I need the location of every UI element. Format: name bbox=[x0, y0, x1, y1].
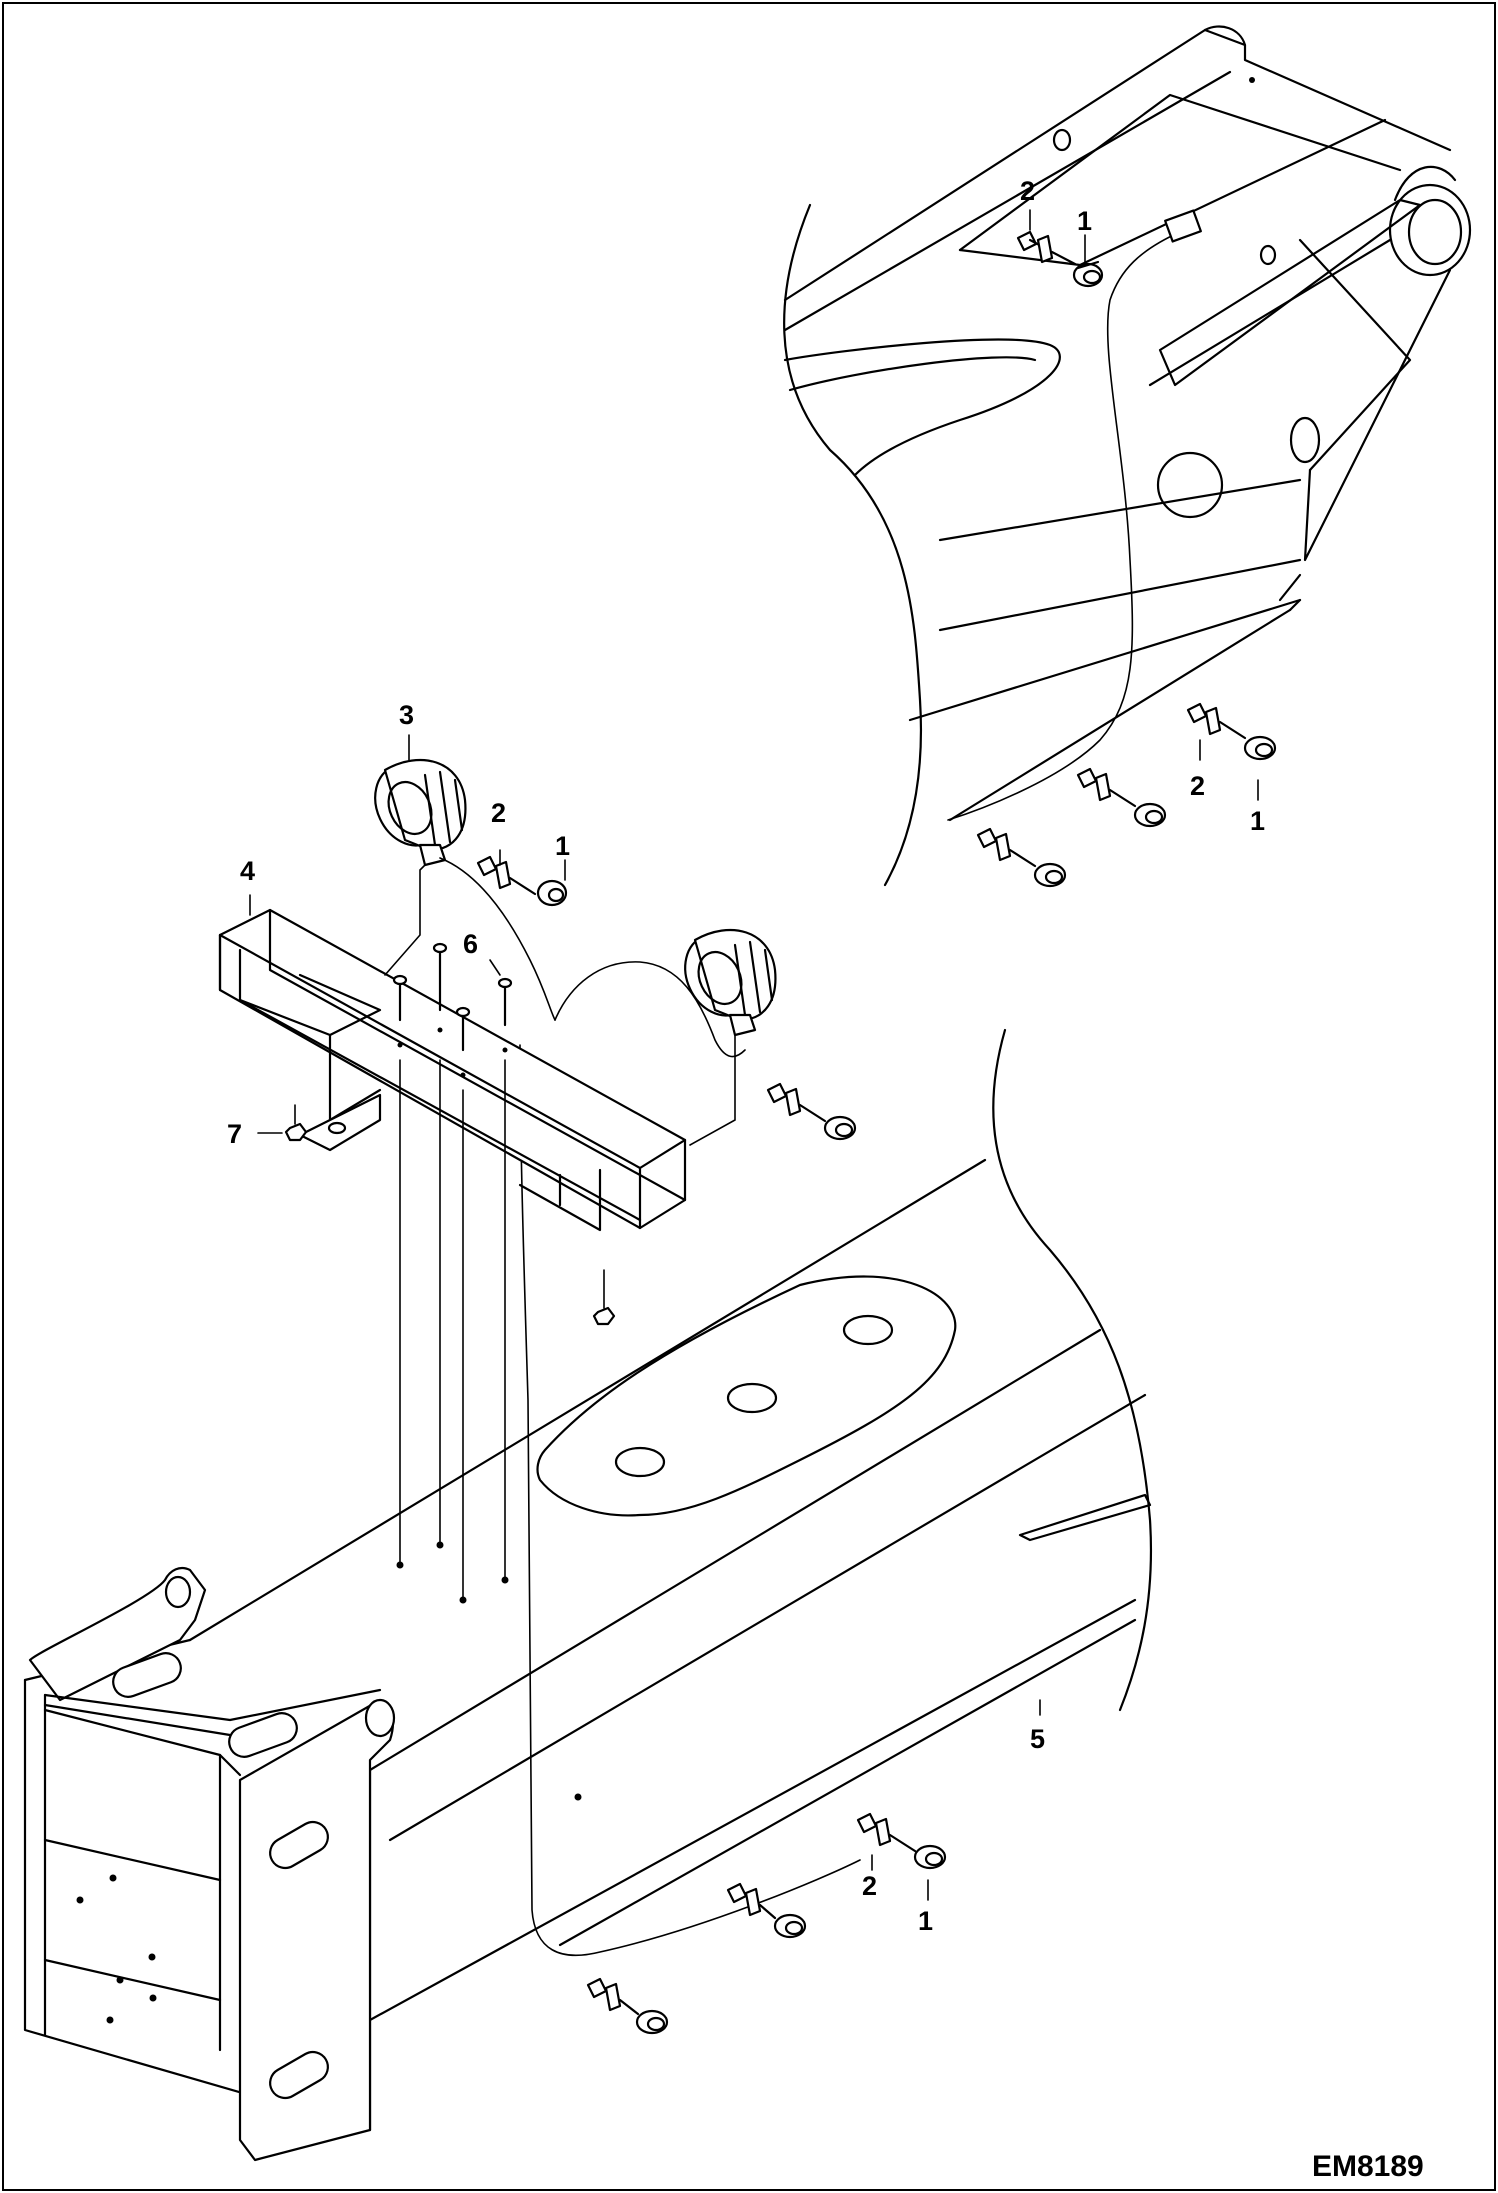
callout-7: 7 bbox=[227, 1119, 242, 1149]
arm-top-edge bbox=[783, 28, 1452, 302]
arm-harness-wire bbox=[947, 231, 1181, 821]
clamp-set-bottom-3 bbox=[586, 1977, 669, 2035]
callout-right-2: 2 bbox=[1190, 771, 1205, 801]
clamp-set-right-1 bbox=[1186, 702, 1277, 761]
clamp-set-mid bbox=[476, 855, 568, 907]
bracket-screws bbox=[392, 942, 513, 1604]
boom-lower-assembly bbox=[23, 1028, 1153, 2162]
callout-top-1: 1 bbox=[1077, 206, 1092, 236]
callout-right-1: 1 bbox=[1250, 806, 1265, 836]
figure-id: EM8189 bbox=[1312, 2150, 1424, 2183]
boom-harness-wire bbox=[519, 1044, 861, 1957]
work-light-left bbox=[374, 758, 556, 1021]
wire-connector bbox=[1164, 209, 1202, 243]
callout-top-2: 2 bbox=[1020, 176, 1035, 206]
arm-cutaway-curve bbox=[783, 203, 923, 887]
boom-top-plate bbox=[536, 1275, 957, 1517]
clamp-set-right-2 bbox=[1076, 767, 1167, 828]
callout-mid-2: 2 bbox=[491, 798, 506, 828]
callout-mid-1: 1 bbox=[555, 831, 570, 861]
callout-bottom-1: 1 bbox=[918, 1906, 933, 1936]
bracket-nuts bbox=[284, 1104, 616, 1326]
callout-bottom-2: 2 bbox=[862, 1871, 877, 1901]
clamp-set-bottom-1 bbox=[856, 1812, 947, 1870]
arm-bore-hole bbox=[1156, 451, 1224, 519]
callout-5: 5 bbox=[1030, 1724, 1045, 1754]
callout-3: 3 bbox=[399, 700, 414, 730]
arm-upper-assembly bbox=[783, 25, 1472, 887]
clamp-set-top bbox=[1016, 230, 1104, 288]
callout-6: 6 bbox=[463, 929, 478, 959]
work-light-right bbox=[554, 928, 777, 1146]
pivot-boss-outer bbox=[1388, 183, 1472, 277]
clamp-set-mid-2 bbox=[766, 1082, 857, 1141]
boom-cutaway-curve bbox=[992, 1028, 1153, 1712]
callout-4: 4 bbox=[240, 856, 255, 886]
clamp-set-right-3 bbox=[976, 827, 1067, 888]
light-bracket bbox=[218, 908, 687, 1232]
clamp-set-bottom-2 bbox=[726, 1882, 807, 1939]
leader-lines bbox=[249, 209, 1259, 1901]
